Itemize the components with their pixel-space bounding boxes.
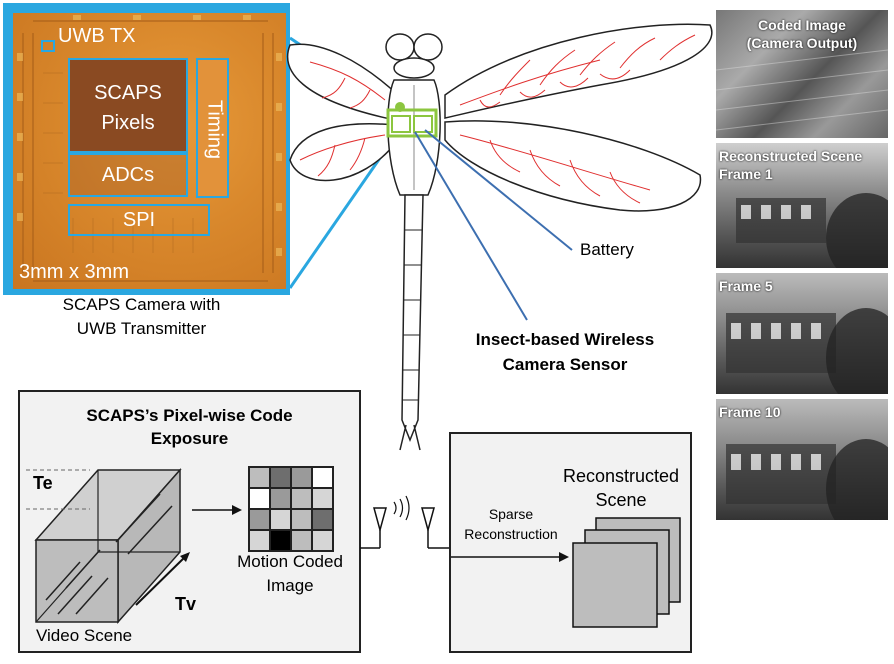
frame5-thumbnail: Frame 5	[716, 273, 888, 394]
code-grid-cell	[270, 530, 291, 551]
chip-die-photo: UWB TX SCAPS Pixels ADCs Timing SPI 3mm …	[13, 13, 286, 289]
video-scene-label: Video Scene	[36, 626, 133, 645]
sparse-line2: Reconstruction	[464, 526, 558, 542]
motion-code-grid	[248, 466, 334, 552]
sparse-reconstruction-label: Sparse Reconstruction	[456, 504, 566, 544]
exposure-title-line2: Exposure	[150, 429, 229, 448]
code-grid-cell	[249, 467, 270, 488]
recon-title-line2: Scene	[595, 490, 647, 510]
motion-coded-image-caption: Motion Coded Image	[220, 550, 360, 598]
insect-sensor-line2: Camera Sensor	[502, 355, 628, 374]
chip-caption-line1: SCAPS Camera with	[62, 295, 221, 314]
chip-caption-line2: UWB Transmitter	[76, 319, 207, 338]
code-grid-cell	[249, 509, 270, 530]
scaps-pixels-label: SCAPS Pixels	[94, 82, 162, 134]
uwb-tx-label: UWB TX	[58, 25, 136, 47]
wireless-link	[360, 495, 450, 549]
code-grid-cell	[312, 530, 333, 551]
exposure-title-line1: SCAPS’s Pixel-wise Code	[86, 406, 293, 425]
wing-lower-left	[289, 123, 399, 182]
sensor-chip	[391, 115, 411, 133]
chip-size-label: 3mm x 3mm	[19, 261, 129, 283]
motion-coded-line1: Motion Coded	[237, 552, 343, 571]
coded-image-thumbnail: Coded Image (Camera Output)	[716, 10, 888, 138]
reconstructed-scene-title: Reconstructed Scene	[541, 464, 701, 512]
wireless-signal-icon	[393, 495, 410, 521]
code-grid-cell	[312, 509, 333, 530]
dragonfly-eye-right	[413, 33, 443, 61]
battery-callout-line	[424, 129, 573, 251]
code-grid-cell	[270, 509, 291, 530]
tx-antenna-icon	[373, 507, 387, 533]
code-grid-cell	[249, 488, 270, 509]
adcs-block: ADCs	[68, 153, 188, 197]
sparse-reconstruction-arrow	[559, 552, 569, 562]
chip-die-photo-frame: UWB TX SCAPS Pixels ADCs Timing SPI 3mm …	[3, 3, 290, 295]
exposure-panel-title: SCAPS’s Pixel-wise Code Exposure	[20, 404, 359, 450]
coded-image-line2: (Camera Output)	[746, 35, 858, 51]
insect-sensor-line1: Insect-based Wireless	[475, 330, 655, 349]
code-grid-cell	[249, 530, 270, 551]
code-grid-cell	[312, 467, 333, 488]
frame1-thumbnail: Reconstructed Scene Frame 1	[716, 143, 888, 268]
spi-block: SPI	[68, 204, 210, 236]
motion-coded-line2: Image	[266, 576, 314, 595]
code-grid-cell	[312, 488, 333, 509]
insect-sensor-caption: Insect-based Wireless Camera Sensor	[455, 327, 675, 377]
code-grid-cell	[291, 467, 312, 488]
sensor-callout-line	[414, 131, 528, 321]
tv-label: Tv	[175, 594, 197, 614]
sparse-line1: Sparse	[488, 506, 534, 522]
dragonfly-abdomen	[401, 194, 424, 443]
wing-veins	[299, 34, 696, 204]
frame-stack-diagram	[451, 517, 681, 628]
spi-label: SPI	[122, 209, 156, 231]
chip-caption: SCAPS Camera with UWB Transmitter	[0, 293, 283, 341]
recon-title-line1: Reconstructed	[562, 466, 680, 486]
chip-texture	[17, 15, 282, 282]
coded-image-line1: Coded Image	[758, 17, 846, 33]
wing-upper-right	[444, 23, 713, 119]
pixel-wise-exposure-panel: SCAPS’s Pixel-wise Code Exposure Te Tv V…	[18, 390, 361, 653]
reconstruction-panel: Reconstructed Scene Sparse Reconstructio…	[449, 432, 692, 653]
battery-label: Battery	[580, 240, 634, 259]
code-grid-cell	[270, 488, 291, 509]
video-cube-diagram	[26, 468, 242, 624]
uwb-tx-block	[41, 40, 55, 52]
code-grid-cell	[291, 509, 312, 530]
coded-image-label: Coded Image (Camera Output)	[738, 16, 866, 52]
scaps-pixels-block: SCAPS Pixels	[68, 58, 188, 153]
rx-antenna-icon	[421, 507, 435, 533]
dragonfly-eye-left	[385, 33, 415, 61]
frame5-label: Frame 5	[719, 278, 773, 294]
frame10-label: Frame 10	[719, 404, 781, 420]
frame1-title: Frame 1	[719, 166, 773, 182]
reconstructed-scene-thumb-label: Reconstructed Scene	[719, 148, 863, 164]
te-label: Te	[33, 473, 53, 493]
sensor-module	[386, 108, 438, 138]
frame1-label: Reconstructed Scene Frame 1	[719, 147, 862, 183]
dragonfly-head	[393, 57, 435, 79]
sensor-lens	[395, 102, 405, 112]
code-grid-cell	[270, 467, 291, 488]
timing-block: Timing	[196, 58, 229, 198]
sensor-battery	[413, 115, 433, 133]
code-grid-cell	[291, 488, 312, 509]
frame10-thumbnail: Frame 10	[716, 399, 888, 520]
code-grid-cell	[291, 530, 312, 551]
adcs-label: ADCs	[101, 164, 155, 186]
